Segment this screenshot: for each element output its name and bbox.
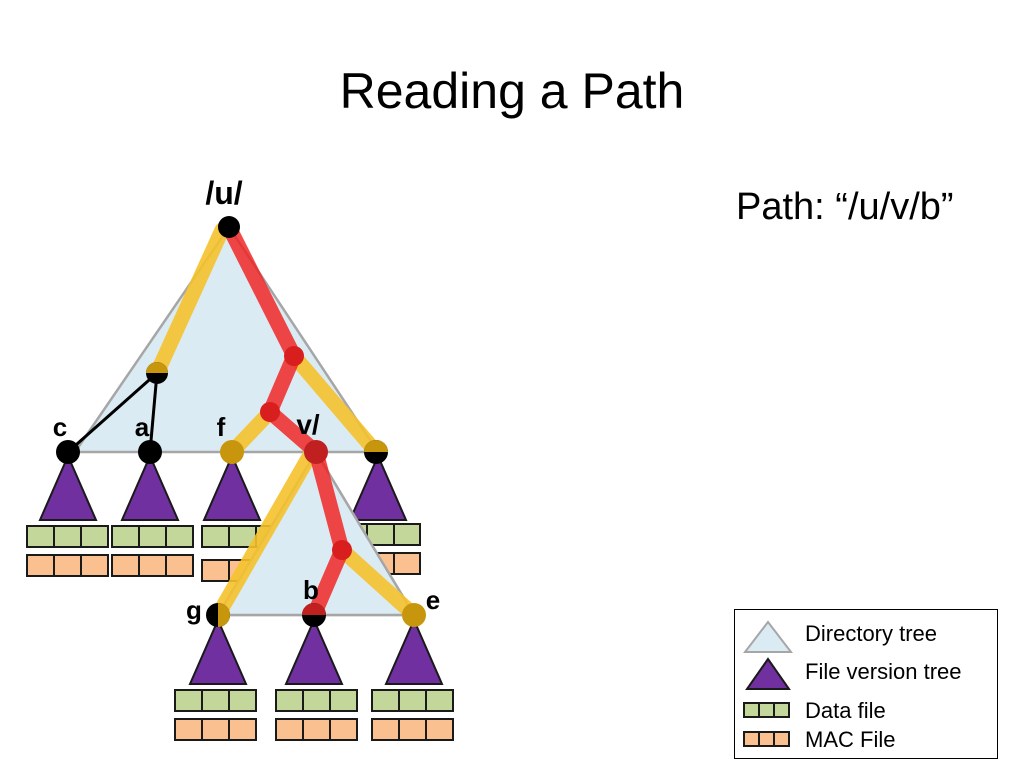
mac-file bbox=[275, 718, 358, 741]
joint-2 bbox=[260, 402, 280, 422]
legend-label: Directory tree bbox=[805, 621, 938, 646]
node-v bbox=[304, 440, 328, 464]
node-label-g: g bbox=[186, 595, 202, 625]
tree-nodes bbox=[56, 216, 426, 627]
mac-file bbox=[111, 554, 194, 577]
node-root bbox=[218, 216, 240, 238]
node-b-red-half bbox=[302, 603, 326, 615]
file-version-tree bbox=[202, 453, 262, 521]
file-stack-c bbox=[26, 453, 109, 577]
legend-label: File version tree bbox=[805, 659, 962, 684]
data-file bbox=[174, 689, 257, 712]
legend: Directory tree File version tree Data fi… bbox=[734, 609, 998, 759]
edge-to-c bbox=[67, 371, 158, 454]
file-stack-e bbox=[371, 617, 454, 741]
node-label-e: e bbox=[426, 585, 440, 615]
file-stack-g bbox=[174, 617, 257, 741]
red-path-highlight bbox=[221, 219, 350, 623]
legend-item-data-file: Data file bbox=[735, 698, 997, 724]
edge-to-a bbox=[148, 372, 159, 453]
mac-file bbox=[26, 554, 109, 577]
file-version-tree bbox=[188, 617, 248, 685]
node-f bbox=[220, 440, 244, 464]
data-file bbox=[371, 689, 454, 712]
mac-file bbox=[174, 718, 257, 741]
mac-file bbox=[371, 718, 454, 741]
node-internal-gold-half bbox=[146, 362, 168, 373]
node-label-a: a bbox=[135, 412, 150, 442]
path-text: Path: “/u/v/b” bbox=[736, 186, 954, 228]
file-version-tree bbox=[120, 453, 180, 521]
file-version-tree bbox=[38, 453, 98, 521]
data-file bbox=[275, 689, 358, 712]
green-blocks-icon bbox=[743, 702, 790, 718]
node-a bbox=[138, 440, 162, 464]
node-label-c: c bbox=[53, 412, 67, 442]
node-label-root: /u/ bbox=[205, 175, 242, 211]
legend-item-mac-file: MAC File bbox=[735, 727, 997, 753]
slide-title: Reading a Path bbox=[339, 63, 685, 119]
data-file bbox=[111, 525, 194, 548]
legend-label: MAC File bbox=[805, 727, 896, 752]
joint-1 bbox=[284, 346, 304, 366]
node-label-b: b bbox=[303, 575, 319, 605]
node-c bbox=[56, 440, 80, 464]
yellow-path-highlight bbox=[149, 222, 422, 623]
joint-3 bbox=[332, 540, 352, 560]
file-stack-b bbox=[275, 617, 358, 741]
node-label-f: f bbox=[217, 412, 226, 442]
node-right-gold-half bbox=[364, 440, 388, 452]
legend-item-directory-tree: Directory tree bbox=[735, 620, 997, 653]
light-blue-triangle-icon bbox=[743, 620, 793, 653]
file-version-tree bbox=[384, 617, 444, 685]
purple-triangle-icon bbox=[745, 657, 791, 690]
node-label-v: v/ bbox=[296, 409, 320, 440]
legend-item-file-version-tree: File version tree bbox=[735, 657, 997, 690]
node-g-gold-half bbox=[218, 603, 230, 627]
orange-blocks-icon bbox=[743, 731, 790, 747]
legend-label: Data file bbox=[805, 698, 886, 723]
file-stack-a bbox=[111, 453, 194, 577]
file-version-tree bbox=[284, 617, 344, 685]
file-version-tree bbox=[348, 453, 408, 521]
data-file bbox=[26, 525, 109, 548]
root-directory-tree bbox=[72, 224, 381, 454]
node-e bbox=[402, 603, 426, 627]
